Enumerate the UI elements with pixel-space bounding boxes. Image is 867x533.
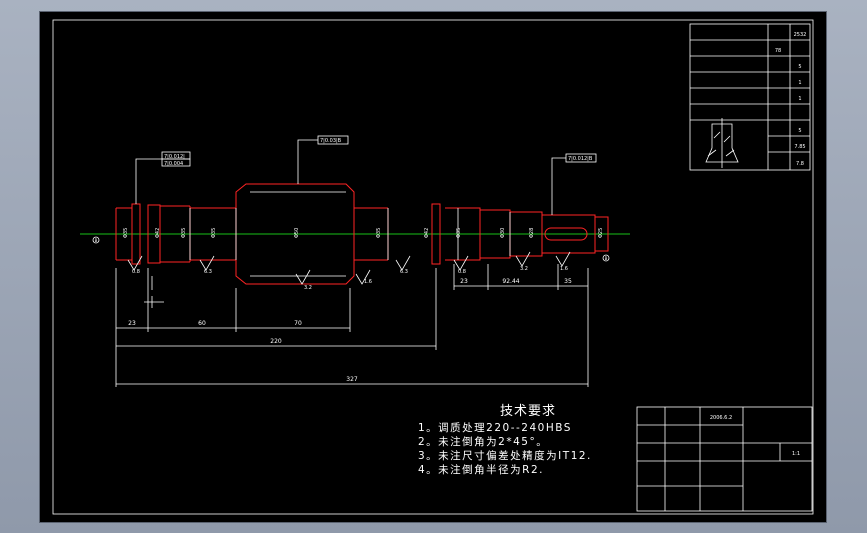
tech-req-4: 4。未注倒角半径为R2. [418, 464, 544, 476]
svg-text:Φ42: Φ42 [155, 228, 161, 238]
svg-text:78: 78 [775, 48, 781, 54]
dim-35: 35 [564, 278, 572, 285]
svg-text:B: B [95, 238, 98, 243]
tolerance-frames: 7|0.012| 7|0.004 7|0.03|B 7|0.012|B [135, 135, 597, 215]
tech-req-1: 1。调质处理220--240HBS [418, 422, 572, 434]
cad-viewport[interactable]: 327 220 23 60 70 23 92.44 35 Φ35 Φ42 Φ35… [40, 12, 826, 522]
roughness-symbols: 0.8 6.3 3.2 1.6 6.3 0.8 3.2 1.6 [127, 251, 571, 291]
svg-text:0.8: 0.8 [132, 269, 140, 275]
svg-text:7.85: 7.85 [794, 144, 805, 150]
svg-text:1: 1 [798, 80, 801, 86]
shaft-detail-lines [189, 191, 511, 277]
dim-23a: 23 [128, 320, 136, 327]
svg-text:Φ35: Φ35 [181, 228, 187, 238]
technical-requirements: 技术要求 1。调质处理220--240HBS 2。未注倒角为2*45°。 3。未… [418, 400, 638, 477]
svg-text:Φ28: Φ28 [529, 228, 535, 238]
svg-text:5: 5 [798, 64, 801, 70]
dimension-texts: 327 220 23 60 70 23 92.44 35 [128, 278, 572, 383]
shaft-drawing: 327 220 23 60 70 23 92.44 35 Φ35 Φ42 Φ35… [52, 19, 814, 515]
svg-text:7|0.012|: 7|0.012| [164, 154, 185, 160]
svg-text:B: B [605, 256, 608, 261]
svg-text:Φ35: Φ35 [211, 228, 217, 238]
dim-92-44: 92.44 [502, 278, 519, 285]
diameter-labels: Φ35 Φ42 Φ35 Φ35 Φ50 Φ35 Φ42 Φ35 Φ30 Φ28 … [123, 228, 604, 238]
drawing-frame [52, 19, 814, 515]
dim-70: 70 [294, 320, 302, 327]
svg-text:1: 1 [798, 96, 801, 102]
svg-text:Φ35: Φ35 [456, 228, 462, 238]
svg-text:Φ25: Φ25 [598, 228, 604, 238]
svg-text:1.6: 1.6 [560, 266, 568, 272]
svg-text:7.8: 7.8 [796, 161, 804, 167]
dim-60: 60 [198, 320, 206, 327]
title-block: 2006.6.2 1:1 [636, 406, 813, 512]
svg-text:Φ30: Φ30 [500, 228, 506, 238]
svg-text:5: 5 [798, 128, 801, 134]
svg-text:0.8: 0.8 [458, 269, 466, 275]
svg-text:Φ50: Φ50 [294, 228, 300, 238]
svg-text:3.2: 3.2 [520, 266, 528, 272]
svg-text:7|0.004: 7|0.004 [164, 161, 183, 167]
shaft-outline [115, 183, 609, 285]
svg-text:6.3: 6.3 [204, 269, 212, 275]
svg-text:7|0.012|B: 7|0.012|B [568, 156, 593, 162]
svg-text:Φ35: Φ35 [376, 228, 382, 238]
svg-text:7|0.03|B: 7|0.03|B [320, 138, 342, 144]
datum-markers: B B [92, 236, 610, 262]
tech-req-3: 3。未注尺寸偏差处精度为IT12. [418, 450, 592, 462]
title-block-scale: 1:1 [792, 451, 800, 457]
dim-23b: 23 [460, 278, 468, 285]
dim-span: 220 [270, 338, 282, 345]
svg-text:Φ35: Φ35 [123, 228, 129, 238]
svg-text:1.6: 1.6 [364, 279, 372, 285]
gear-param-table: 2532 78 5 1 1 5 7.85 7.8 [689, 23, 811, 171]
svg-text:3.2: 3.2 [304, 285, 312, 291]
svg-text:2532: 2532 [794, 32, 807, 38]
dim-total: 327 [346, 376, 358, 383]
dimension-lines [115, 264, 589, 387]
svg-text:Φ42: Φ42 [424, 228, 430, 238]
tech-req-2: 2。未注倒角为2*45°。 [418, 436, 549, 448]
title-block-date: 2006.6.2 [710, 415, 732, 421]
svg-text:6.3: 6.3 [400, 269, 408, 275]
tech-req-title: 技术要求 [499, 404, 556, 419]
